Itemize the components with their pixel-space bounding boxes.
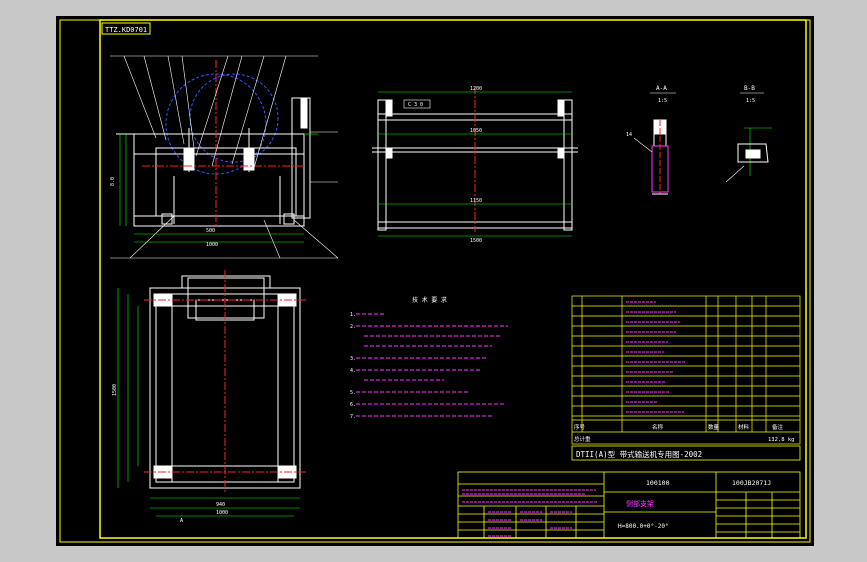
section-label-a: A-A	[656, 85, 667, 92]
title-block	[457, 445, 801, 539]
svg-text:1050: 1050	[470, 128, 482, 134]
svg-text:总计重: 总计重	[574, 435, 591, 443]
svg-text:材料: 材料	[738, 423, 750, 431]
svg-text:备注: 备注	[772, 423, 784, 431]
part-name: 侧部支架	[626, 499, 654, 508]
svg-text:5.: 5.	[350, 390, 356, 396]
side-view: 1200 1050 1150 1500 C 3 0	[372, 86, 578, 244]
svg-text:6.: 6.	[350, 402, 356, 408]
drawing-code: TTZ.KD0701	[105, 26, 147, 34]
notes-heading: 技 术 要 求	[412, 296, 447, 304]
svg-text:数量: 数量	[708, 423, 720, 431]
formula: H=800.0+0°-20°	[618, 523, 669, 530]
svg-text:500: 500	[206, 228, 215, 234]
svg-text:1.: 1.	[350, 312, 356, 318]
svg-text:A: A	[180, 518, 183, 524]
svg-text:名称: 名称	[652, 423, 664, 431]
svg-text:14: 14	[626, 132, 632, 138]
bom-header-row: 序号 名称 数量 材料 备注 总计重 132.8 kg	[574, 423, 795, 443]
svg-text:3.: 3.	[350, 356, 356, 362]
bom-table	[571, 295, 801, 445]
svg-text:1:5: 1:5	[658, 98, 667, 104]
svg-text:1:5: 1:5	[746, 98, 755, 104]
inner-frame	[99, 19, 807, 539]
svg-text:132.8 kg: 132.8 kg	[768, 437, 795, 443]
engineering-drawing: TTZ.KD0701	[59, 19, 811, 543]
svg-text:1500: 1500	[470, 238, 482, 244]
pulley-hidden-circle-2	[189, 73, 279, 163]
svg-text:1000: 1000	[206, 242, 218, 248]
svg-text:4.: 4.	[350, 368, 356, 374]
technical-notes: 技 术 要 求 1. 2. 3. 4. 5. 6.	[350, 296, 508, 420]
svg-text:940: 940	[216, 502, 225, 508]
plan-view: 1500 940 1000 A	[112, 270, 306, 524]
svg-text:8.0: 8.0	[110, 177, 116, 186]
part-code: 100100	[646, 479, 670, 487]
svg-text:1500: 1500	[112, 384, 118, 396]
drawing-code-box	[101, 22, 151, 35]
svg-text:1200: 1200	[470, 86, 482, 92]
drawing-title: DTII(A)型 带式输送机专用图-2002	[576, 449, 702, 459]
part-number: 100JB2071J	[732, 479, 771, 487]
svg-text:序号: 序号	[574, 423, 586, 431]
svg-text:C 3 0: C 3 0	[408, 102, 423, 108]
section-b-b: B-B 1:5	[725, 85, 772, 183]
section-label-b: B-B	[744, 85, 755, 92]
drawing-canvas[interactable]: TTZ.KD0701	[56, 16, 814, 546]
front-view: 8.0 500 1000	[110, 55, 339, 259]
svg-text:1150: 1150	[470, 198, 482, 204]
svg-text:1000: 1000	[216, 510, 228, 516]
svg-text:7.: 7.	[350, 414, 356, 420]
svg-text:2.: 2.	[350, 324, 356, 330]
section-a-a: A-A 1:5 14	[626, 85, 676, 195]
